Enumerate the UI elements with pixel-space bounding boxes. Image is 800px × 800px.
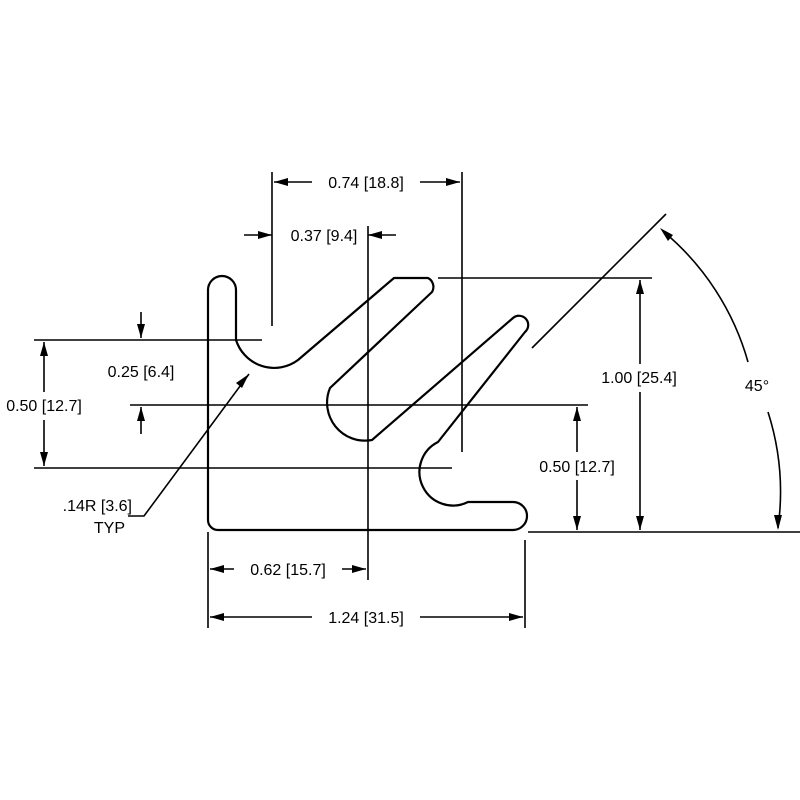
bottom-total-label: 1.24 [31.5] — [328, 610, 404, 627]
dim-left-step: 0.25 [6.4] — [108, 312, 175, 434]
width-top-label: 0.74 [18.8] — [328, 175, 404, 192]
radius-leader: .14R [3.6] TYP — [63, 373, 250, 537]
dim-bottom-total: 1.24 [31.5] — [210, 610, 523, 627]
extension-lines — [34, 172, 800, 628]
radius-label: .14R [3.6] — [63, 498, 132, 515]
part-outline — [206, 274, 530, 532]
left-step-label: 0.25 [6.4] — [108, 364, 175, 381]
dim-angle: 45° — [660, 228, 782, 530]
angle-label: 45° — [745, 378, 769, 395]
dim-bottom-half: 0.62 [15.7] — [210, 562, 366, 579]
total-height-label: 1.00 [25.4] — [601, 370, 677, 387]
dim-right-height: 0.50 [12.7] — [539, 407, 615, 530]
right-height-label: 0.50 [12.7] — [539, 459, 615, 476]
radius-note-label: TYP — [94, 520, 125, 537]
left-height-label: 0.50 [12.7] — [6, 398, 82, 415]
bottom-half-label: 0.62 [15.7] — [250, 562, 326, 579]
outer-profile — [206, 274, 530, 532]
dim-center-offset: 0.37 [9.4] — [244, 228, 396, 245]
center-offset-label: 0.37 [9.4] — [291, 228, 358, 245]
dim-total-height: 1.00 [25.4] — [601, 280, 677, 530]
dim-width-top: 0.74 [18.8] — [274, 175, 460, 192]
dim-left-height: 0.50 [12.7] — [6, 342, 82, 466]
